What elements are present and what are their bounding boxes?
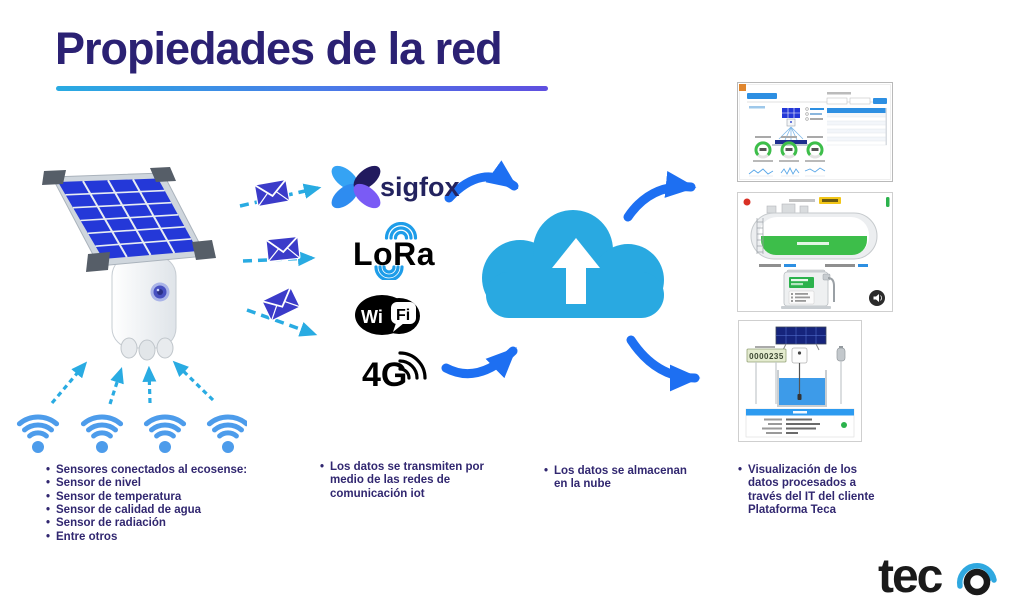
note-transmit: Los datos se transmiten por medio de las… (320, 461, 515, 501)
screenshot-dashboard-card (737, 82, 893, 182)
water-level (779, 378, 825, 405)
screenshot-tank-card (737, 192, 893, 312)
mini-dispenser-graphic (781, 269, 835, 309)
bullet (46, 504, 56, 517)
mini-info-panel (745, 408, 855, 438)
lora-logo: LoRa (353, 222, 435, 280)
alert-icon (743, 198, 751, 206)
sigfox-logo: sigfox (331, 165, 460, 209)
envelope-icon (265, 235, 301, 263)
counter-value: 0000235 (749, 352, 784, 361)
teca-logo-a-icon (956, 562, 997, 596)
envelope-icon (253, 178, 291, 207)
wifi-signal-icon (16, 414, 60, 439)
title-underline (56, 86, 548, 91)
envelope-icon (261, 286, 301, 322)
teca-logo-text: tec (878, 550, 943, 603)
note-store: Los datos se almacenan en la nube (544, 465, 719, 492)
teca-logo: tec (878, 550, 997, 603)
page-title: Propiedades de la red (55, 23, 503, 74)
lora-waves-icon (374, 222, 418, 280)
fourg-waves-icon (398, 351, 427, 380)
bullet (46, 491, 56, 504)
wifi-label-wi: Wi (361, 307, 383, 327)
sigfox-label: sigfox (380, 172, 460, 202)
bullet (738, 464, 748, 517)
mini-tank-graphic (750, 203, 878, 260)
dashed-arrows-uplink (50, 360, 215, 405)
mini-table (826, 92, 887, 146)
lora-label: LoRa (353, 236, 435, 272)
bullet (46, 517, 56, 530)
cloud-upload-icon (482, 210, 664, 318)
wifi-logo: Wi Fi (355, 295, 420, 335)
bullet (46, 531, 56, 544)
sigfox-butterfly-icon (331, 165, 381, 209)
wifi-signal-icons (16, 414, 247, 453)
bullet (320, 461, 330, 501)
mini-gauges (753, 136, 825, 162)
screenshot-well-card: 0000235 (738, 320, 862, 442)
mini-sparklines (748, 166, 826, 175)
curved-arrows (441, 160, 701, 392)
wifi-signal-icon (143, 414, 187, 439)
counter-display (746, 348, 787, 363)
wifi-signal-icon (206, 414, 247, 439)
app-icon (739, 84, 746, 91)
fourg-logo: 4G (362, 351, 427, 390)
bullet (544, 465, 554, 492)
note-sensors: Sensores conectados al ecosense: Sensor … (46, 464, 301, 544)
online-status-dot (841, 422, 847, 428)
upload-arrow-icon (552, 238, 600, 304)
bullet (46, 477, 56, 490)
mini-solar-panel (775, 326, 827, 351)
bullet (46, 464, 56, 477)
solar-sensor-illustration (42, 167, 216, 361)
wifi-label-fi: Fi (396, 307, 410, 324)
mini-option-list (805, 107, 824, 121)
note-visualize: Visualización de los datos procesados a … (738, 464, 913, 517)
wifi-signal-icon (80, 414, 124, 439)
